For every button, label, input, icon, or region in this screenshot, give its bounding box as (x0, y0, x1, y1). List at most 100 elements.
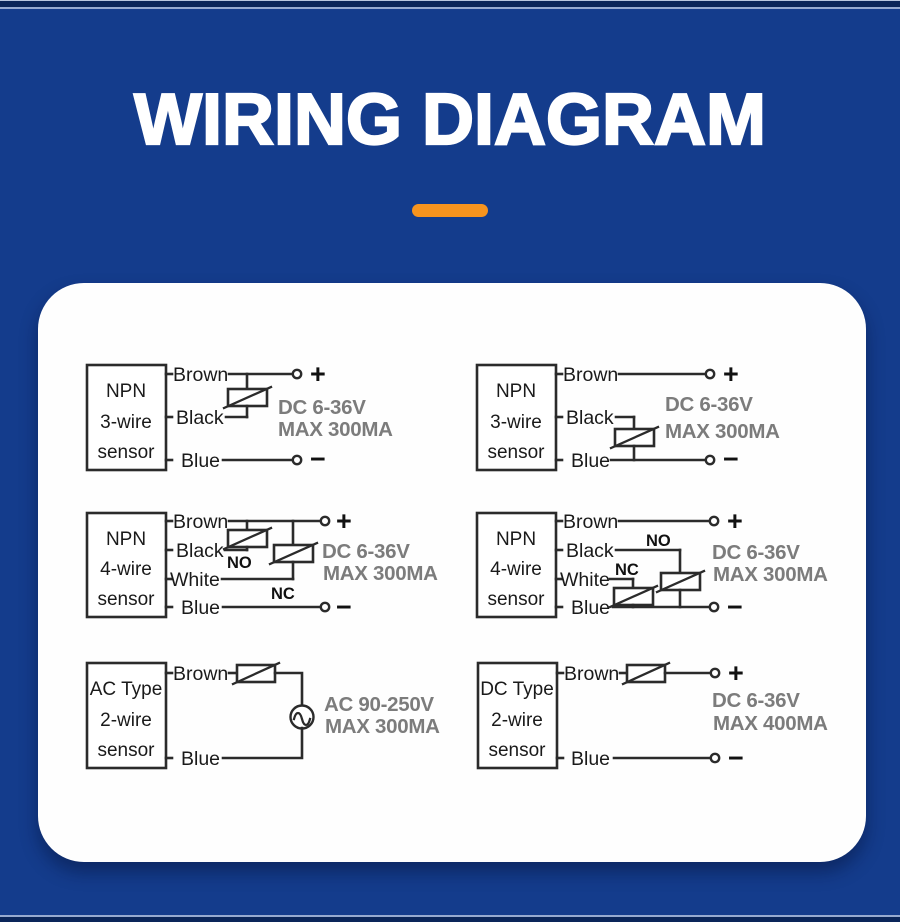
spec-current: MAX 300MA (713, 563, 828, 586)
wire-label-blue: Blue (571, 597, 610, 619)
minus-sign: − (723, 444, 739, 474)
plus-sign: + (336, 506, 352, 536)
bottom-light-line (0, 915, 900, 917)
minus-sign: − (310, 444, 326, 474)
load-symbol-diagonal (608, 584, 659, 609)
spec-voltage: AC 90-250V (324, 693, 434, 716)
minus-sign: − (336, 592, 352, 622)
title-underline-dash (412, 204, 488, 217)
spec-current: MAX 300MA (323, 562, 438, 585)
top-edge-highlight (0, 0, 900, 1)
wire-label-black: Black (566, 407, 614, 429)
sensor-box (475, 511, 558, 619)
terminal-positive (704, 368, 716, 380)
load-symbol-diagonal (609, 425, 660, 450)
sensor-box-label-line: sensor (97, 442, 155, 463)
diagram-npn-4wire-left: NPN 4-wire sensor Brown Black White Blue… (85, 506, 438, 622)
sensor-box-label-line: 4-wire (100, 559, 152, 580)
wire-label-white: White (170, 569, 220, 591)
plus-sign: + (728, 658, 744, 688)
sensor-box-label-line: sensor (97, 589, 155, 610)
sensor-box (476, 661, 559, 770)
load-symbol-diagonal (231, 661, 281, 686)
wire-label-brown: Brown (173, 663, 228, 685)
sensor-box-label-line: DC Type (480, 679, 554, 700)
load-symbol-diagonal (222, 526, 273, 551)
wire-label-black: Black (176, 407, 224, 429)
plus-sign: + (727, 506, 743, 536)
terminal-negative (319, 601, 331, 613)
wire-blue-corner (221, 726, 304, 760)
top-light-line (0, 7, 900, 9)
wire-brown-corner (273, 671, 304, 708)
top-dark-strip (0, 1, 900, 7)
diagram-panel (38, 283, 866, 862)
spec-voltage: DC 6-36V (665, 393, 753, 416)
wire-label-blue: Blue (181, 450, 220, 472)
page-title: WIRING DIAGRAM (133, 80, 767, 160)
nc-contact-label: NC (615, 561, 639, 579)
wire-label-blue: Blue (181, 748, 220, 770)
sine-wave-icon (292, 711, 312, 727)
terminal-negative (291, 454, 303, 466)
sensor-box-label-line: NPN (496, 529, 536, 550)
load-symbol-diagonal (621, 661, 671, 686)
sensor-box (85, 511, 168, 619)
spec-current: MAX 400MA (713, 712, 828, 735)
diagram-npn-3wire-left: NPN 3-wire sensor Brown Black Blue + − D… (85, 359, 393, 474)
nc-contact-label: NC (271, 585, 295, 603)
wire-label-black: Black (176, 540, 224, 562)
plus-sign: + (723, 359, 739, 389)
sensor-box (85, 363, 168, 472)
wire-label-brown: Brown (564, 663, 619, 685)
diagram-npn-4wire-right: NPN 4-wire sensor Brown Black White Blue… (475, 506, 828, 622)
no-contact-label: NO (646, 532, 671, 550)
terminal-positive (291, 368, 303, 380)
plus-sign: + (310, 359, 326, 389)
sensor-box-label-line: NPN (106, 381, 146, 402)
load-symbol-diagonal (268, 541, 319, 566)
wire-label-brown: Brown (173, 364, 228, 386)
sensor-box-label-line: NPN (496, 381, 536, 402)
wire-label-white: White (560, 569, 610, 591)
sensor-box-label-line: 4-wire (490, 559, 542, 580)
spec-current: MAX 300MA (278, 418, 393, 441)
minus-sign: − (728, 743, 744, 773)
load-symbol-diagonal (655, 569, 706, 594)
diagram-dc-2wire: DC Type 2-wire sensor Brown Blue + − DC … (476, 658, 828, 773)
sensor-box (85, 661, 168, 770)
terminal-negative (704, 454, 716, 466)
minus-sign: − (727, 592, 743, 622)
sensor-box-label-line: sensor (487, 589, 545, 610)
wire-label-blue: Blue (181, 597, 220, 619)
sensor-box-label-line: sensor (97, 740, 155, 761)
spec-current: MAX 300MA (665, 420, 780, 443)
wire-label-brown: Brown (563, 364, 618, 386)
sensor-box (475, 363, 558, 472)
spec-voltage: DC 6-36V (278, 396, 366, 419)
terminal-negative (709, 752, 721, 764)
sensor-box-label-line: 3-wire (100, 412, 152, 433)
spec-voltage: DC 6-36V (712, 541, 800, 564)
sensor-box-label-line: 2-wire (491, 710, 543, 731)
wire-label-blue: Blue (571, 450, 610, 472)
wire-label-blue: Blue (571, 748, 610, 770)
terminal-positive (709, 667, 721, 679)
wire-label-brown: Brown (173, 511, 228, 533)
spec-current: MAX 300MA (325, 715, 440, 738)
bottom-dark-strip (0, 917, 900, 922)
sensor-box-label-line: sensor (487, 442, 545, 463)
sensor-box-label-line: NPN (106, 529, 146, 550)
spec-voltage: DC 6-36V (322, 540, 410, 563)
wire-label-black: Black (566, 540, 614, 562)
sensor-box-label-line: sensor (488, 740, 546, 761)
terminal-positive (319, 515, 331, 527)
spec-voltage: DC 6-36V (712, 689, 800, 712)
no-contact-label: NO (227, 554, 252, 572)
terminal-positive (708, 515, 720, 527)
terminal-negative (708, 601, 720, 613)
sensor-box-label-line: 3-wire (490, 412, 542, 433)
diagram-npn-3wire-right: NPN 3-wire sensor Brown Black Blue + − D… (475, 359, 780, 474)
sensor-box-label-line: 2-wire (100, 710, 152, 731)
